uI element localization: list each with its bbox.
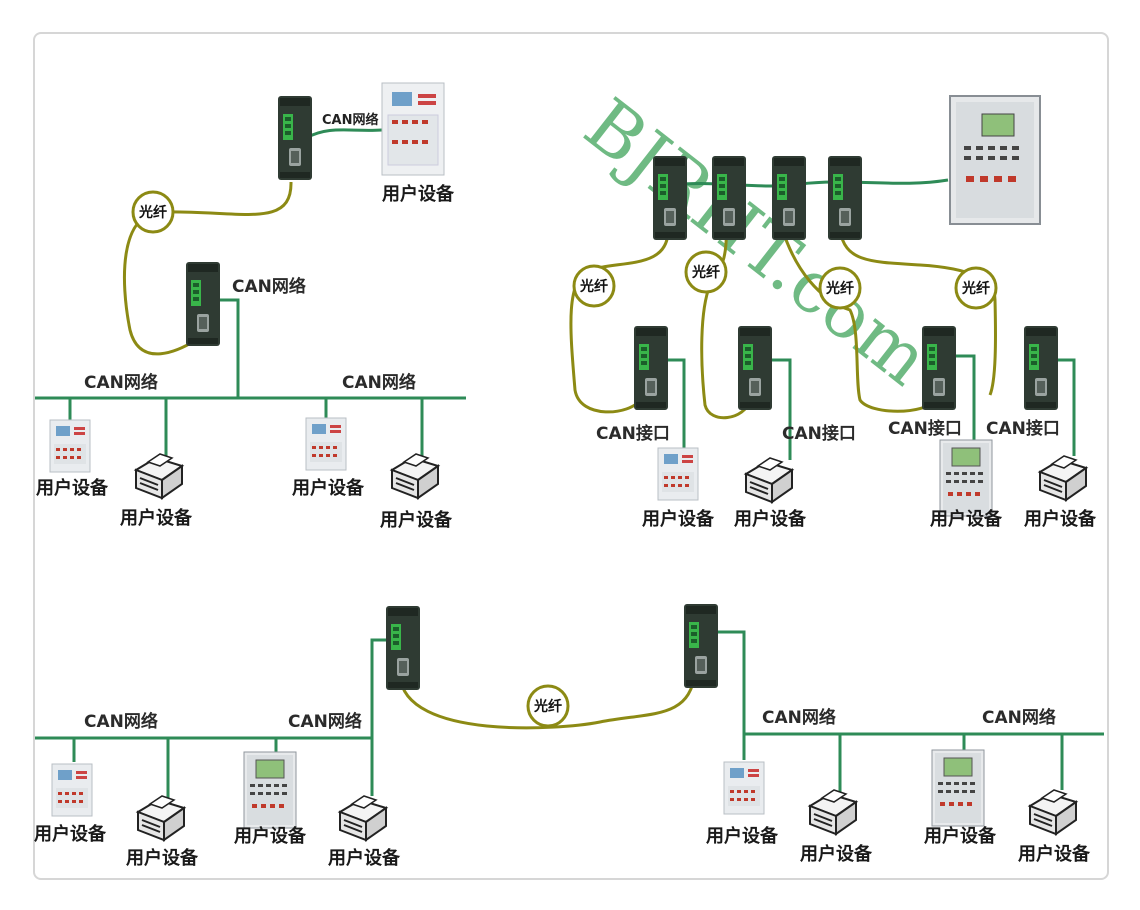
can-fiber-converter-icon xyxy=(186,262,220,346)
fiber-marker xyxy=(818,266,862,310)
control-panel-icon xyxy=(931,749,985,827)
user-device-label: 用户设备 xyxy=(292,477,365,499)
can-fiber-converter-icon xyxy=(653,156,687,240)
fiber-marker xyxy=(954,266,998,310)
section-top-left: 光纤 CAN网络 用户设备 CA xyxy=(35,82,466,531)
printer-icon xyxy=(135,453,183,499)
can-network-label: CAN网络 xyxy=(288,711,362,732)
user-device-label: 用户设备 xyxy=(382,183,455,205)
fiber-label: 光纤 xyxy=(691,264,720,281)
can-network-label: CAN网络 xyxy=(232,276,306,297)
fiber-link xyxy=(398,671,697,730)
user-device-label: 用户设备 xyxy=(930,508,1003,530)
fiber-link xyxy=(569,227,670,414)
can-fiber-converter-icon xyxy=(684,604,718,688)
user-device-label: 用户设备 xyxy=(1018,843,1091,865)
user-device-label: 用户设备 xyxy=(800,843,873,865)
control-panel-icon xyxy=(51,763,93,817)
section-top-right: 光纤 光纤 光纤 光纤 xyxy=(569,95,1097,530)
fiber-label: 光纤 xyxy=(138,204,167,221)
can-fiber-converter-icon xyxy=(828,156,862,240)
can-interface-label: CAN接口 xyxy=(986,418,1060,439)
control-panel-icon xyxy=(723,761,765,815)
control-panel-icon xyxy=(305,417,347,471)
user-device-label: 用户设备 xyxy=(1024,508,1097,530)
can-fiber-converter-icon xyxy=(278,96,312,180)
printer-icon xyxy=(339,795,387,841)
can-fiber-converter-icon xyxy=(386,606,420,690)
fiber-label: 光纤 xyxy=(825,280,854,297)
can-fiber-converter-icon xyxy=(772,156,806,240)
can-network-label: CAN网络 xyxy=(84,711,158,732)
fiber-marker xyxy=(526,684,570,728)
user-device-label: 用户设备 xyxy=(328,847,401,869)
printer-icon xyxy=(391,453,439,499)
fiber-marker xyxy=(131,190,175,234)
control-panel-icon xyxy=(381,82,445,176)
user-device-label: 用户设备 xyxy=(126,847,199,869)
can-network-label: CAN网络 xyxy=(84,372,158,393)
user-device-label: 用户设备 xyxy=(734,508,807,530)
can-fiber-converter-icon xyxy=(712,156,746,240)
control-panel-icon xyxy=(49,419,91,473)
can-interface-label: CAN接口 xyxy=(888,418,962,439)
can-fiber-converter-icon xyxy=(1024,326,1058,410)
fiber-label: 光纤 xyxy=(579,278,608,295)
user-device-label: 用户设备 xyxy=(234,825,307,847)
can-network-label: CAN网络 xyxy=(982,707,1056,728)
can-interface-label: CAN接口 xyxy=(596,423,670,444)
fiber-marker xyxy=(572,264,616,308)
user-device-label: 用户设备 xyxy=(120,507,193,529)
printer-icon xyxy=(809,789,857,835)
fiber-link xyxy=(122,181,293,356)
user-device-label: 用户设备 xyxy=(924,825,997,847)
printer-icon xyxy=(1029,789,1077,835)
printer-icon xyxy=(1039,455,1087,501)
user-device-label: 用户设备 xyxy=(36,477,109,499)
can-network-label: CAN网络 xyxy=(342,372,416,393)
can-drop xyxy=(220,298,240,398)
user-device-label: 用户设备 xyxy=(34,823,107,845)
can-network-label: CAN网络 xyxy=(762,707,836,728)
can-network-label: CAN网络 xyxy=(322,112,378,128)
can-interface-label: CAN接口 xyxy=(782,423,856,444)
control-panel-icon xyxy=(243,751,297,829)
printer-icon xyxy=(137,795,185,841)
user-device-label: 用户设备 xyxy=(706,825,779,847)
can-fiber-converter-icon xyxy=(738,326,772,410)
user-device-label: 用户设备 xyxy=(642,508,715,530)
fiber-marker xyxy=(684,250,728,294)
can-link xyxy=(305,128,383,140)
can-fiber-converter-icon xyxy=(634,326,668,410)
printer-icon xyxy=(745,457,793,503)
section-bottom: 光纤 CAN网络 CAN网络 用户设备 用户设备 用户设备 用户设备 CAN网络 xyxy=(34,604,1104,869)
fiber-label: 光纤 xyxy=(961,280,990,297)
fiber-link xyxy=(780,227,937,413)
control-panel-icon xyxy=(949,95,1041,225)
fiber-label: 光纤 xyxy=(533,698,562,715)
user-device-label: 用户设备 xyxy=(380,509,453,531)
can-fiber-converter-icon xyxy=(922,326,956,410)
control-panel-icon xyxy=(939,439,993,517)
control-panel-icon xyxy=(657,447,699,501)
